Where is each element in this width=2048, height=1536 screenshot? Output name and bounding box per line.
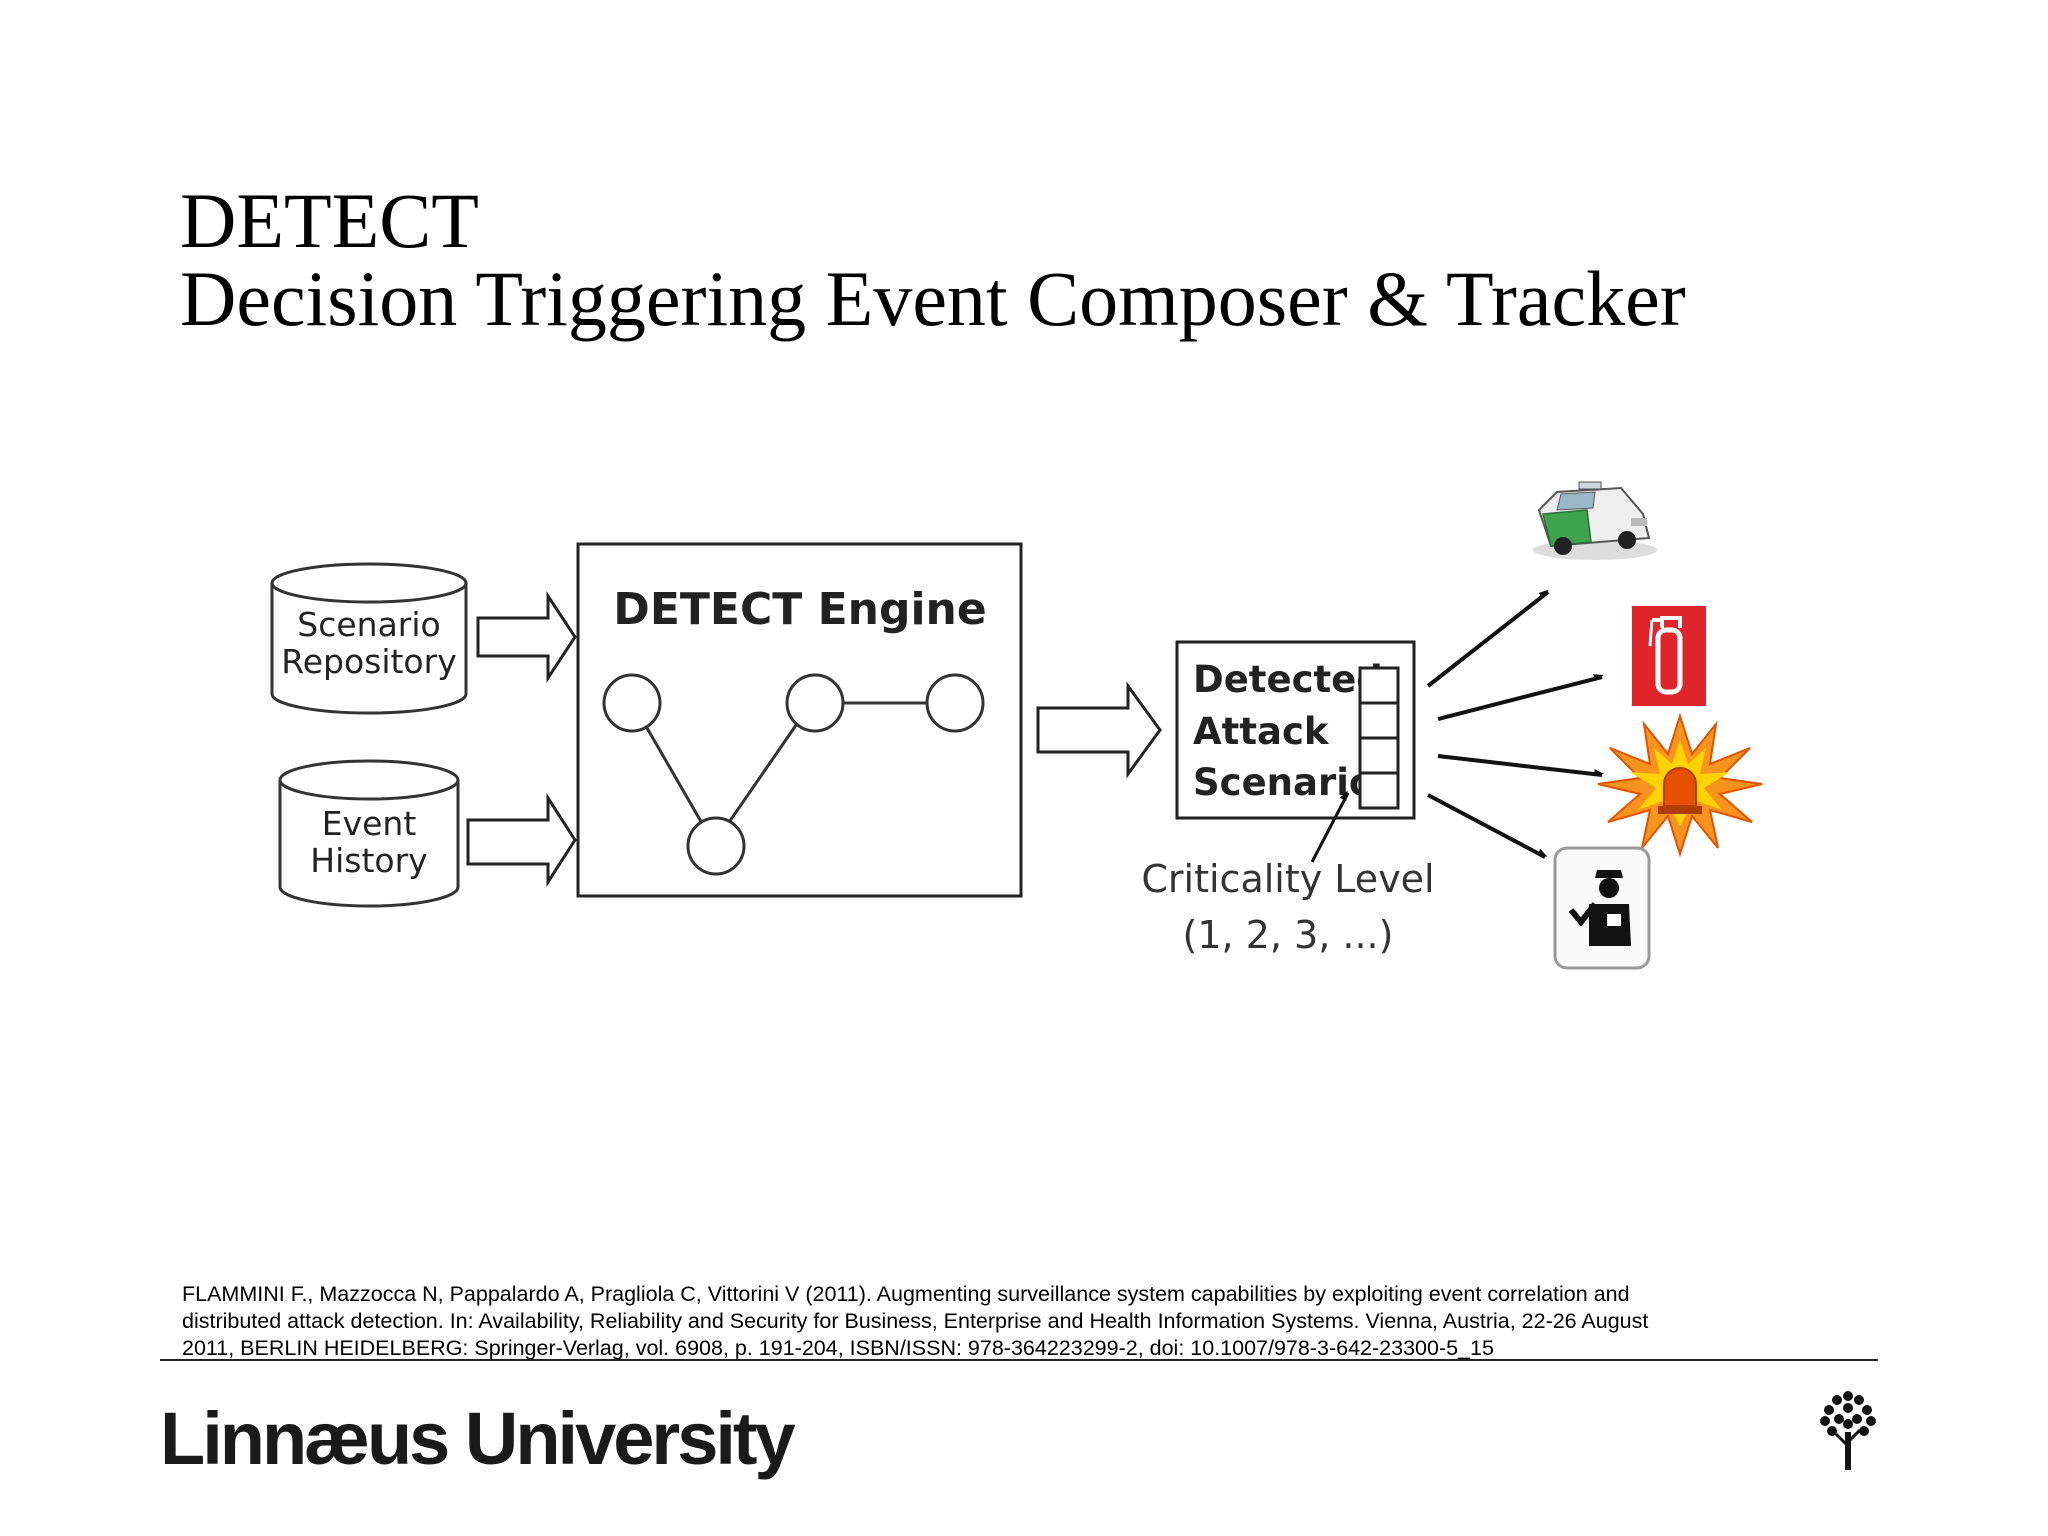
fire-extinguisher-icon bbox=[1632, 606, 1706, 706]
title-line-2: Decision Triggering Event Composer & Tra… bbox=[180, 255, 1686, 342]
criticality-range: (1, 2, 3, ...) bbox=[1183, 913, 1394, 957]
output-arrow-extinguisher bbox=[1437, 677, 1602, 721]
police-car-icon bbox=[1533, 481, 1657, 560]
engine-title: DETECT Engine bbox=[613, 584, 986, 635]
alarm-light-icon bbox=[1597, 712, 1763, 858]
detect-engine-box: DETECT Engine bbox=[576, 542, 1023, 898]
output-arrow-guard bbox=[1427, 793, 1545, 859]
scenario-repository-db: Scenario Repository bbox=[270, 562, 468, 715]
criticality-pointer bbox=[1310, 793, 1350, 863]
slide-title: DETECT Decision Triggering Event Compose… bbox=[180, 182, 1980, 338]
scenario-repository-line1: Scenario bbox=[297, 605, 440, 644]
citation-line-1: FLAMMINI F., Mazzocca N, Pappalardo A, P… bbox=[182, 1282, 1630, 1306]
citation: FLAMMINI F., Mazzocca N, Pappalardo A, P… bbox=[182, 1281, 1882, 1362]
arrow-repository-to-engine bbox=[476, 590, 577, 684]
university-brand: Linnæus University bbox=[160, 1397, 796, 1480]
tree-logo-icon bbox=[1820, 1391, 1876, 1470]
event-history-line2: History bbox=[310, 841, 427, 880]
output-arrow-police bbox=[1426, 592, 1550, 688]
event-history-db: Event History bbox=[278, 759, 460, 908]
engine-node bbox=[785, 673, 845, 733]
detected-line1: Detected bbox=[1193, 658, 1383, 701]
citation-line-2: distributed attack detection. In: Availa… bbox=[182, 1309, 1649, 1333]
security-guard-icon bbox=[1553, 846, 1651, 970]
arrow-engine-to-detected bbox=[1036, 681, 1162, 779]
arrow-history-to-engine bbox=[466, 792, 577, 888]
footer-divider bbox=[160, 1359, 1878, 1361]
criticality-label: Criticality Level bbox=[1141, 857, 1434, 901]
event-history-line1: Event bbox=[322, 804, 417, 843]
engine-node bbox=[602, 673, 662, 733]
detected-line2: Attack bbox=[1193, 710, 1330, 753]
citation-line-3: 2011, BERLIN HEIDELBERG: Springer-Verlag… bbox=[182, 1336, 1494, 1360]
title-line-1: DETECT bbox=[180, 177, 479, 264]
scenario-repository-line2: Repository bbox=[281, 642, 456, 681]
engine-node bbox=[686, 816, 746, 876]
detected-attack-scenario-box: Detected Attack Scenario bbox=[1175, 640, 1416, 820]
engine-node bbox=[925, 673, 985, 733]
output-arrow-alarm bbox=[1437, 754, 1602, 777]
